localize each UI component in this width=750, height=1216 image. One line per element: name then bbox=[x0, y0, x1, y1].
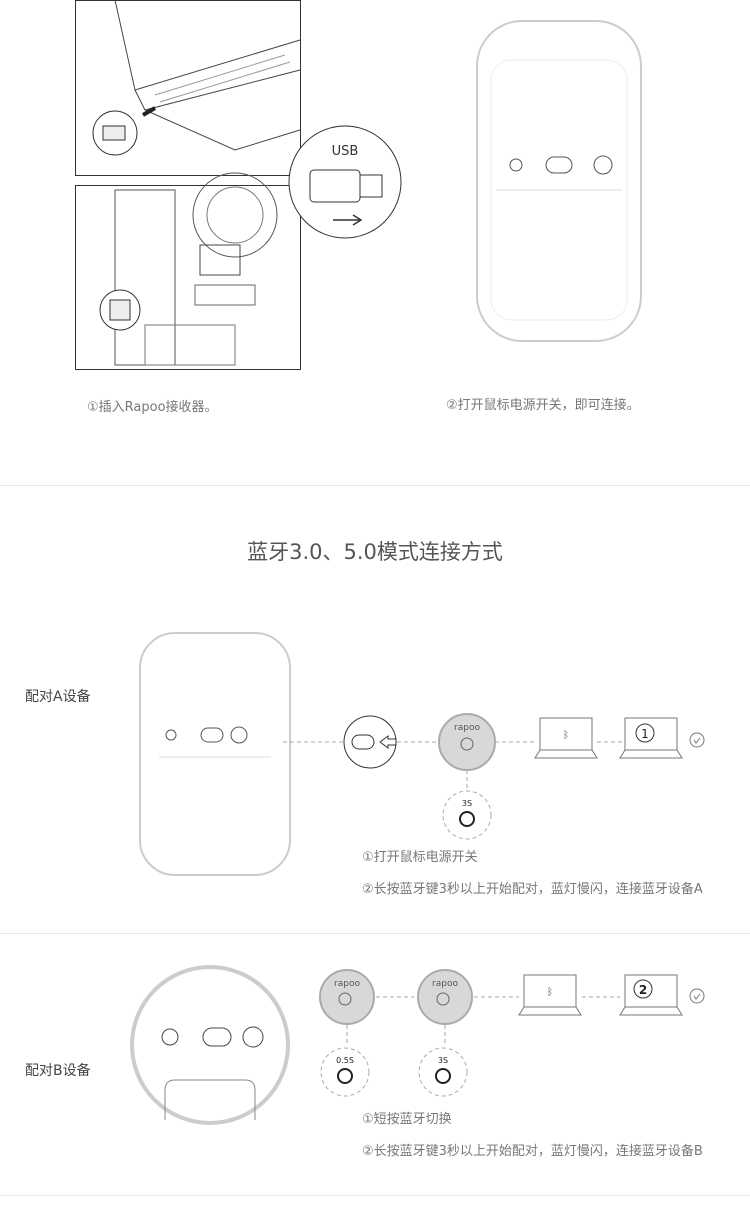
device-b-step1: ①短按蓝牙切换 bbox=[362, 1112, 452, 1127]
device-a-step2: ②长按蓝牙键3秒以上开始配对，蓝灯慢闪，连接蓝牙设备A bbox=[362, 882, 703, 897]
svg-text:ᛒ: ᛒ bbox=[563, 730, 569, 741]
step2-caption: ②打开鼠标电源开关，即可连接。 bbox=[446, 398, 640, 413]
svg-text:rapoo: rapoo bbox=[432, 979, 458, 989]
laptop-usb-illustration bbox=[75, 0, 301, 176]
device-a-label: 配对A设备 bbox=[25, 689, 91, 705]
svg-text:ᛒ: ᛒ bbox=[547, 987, 553, 998]
section-heading: 蓝牙3.0、5.0模式连接方式 bbox=[247, 540, 503, 564]
mouse-bottom-view bbox=[476, 20, 642, 342]
step1-caption: ①插入Rapoo接收器。 bbox=[87, 400, 218, 415]
divider bbox=[0, 933, 750, 934]
pc-usb-illustration bbox=[75, 172, 301, 370]
check-icon bbox=[689, 732, 705, 748]
device-b-label: 配对B设备 bbox=[25, 1063, 91, 1079]
mouse-bottom-view-a bbox=[139, 632, 291, 876]
device-a-step1: ①打开鼠标电源开关 bbox=[362, 850, 478, 865]
screen-number-b: 2 bbox=[639, 983, 647, 997]
divider bbox=[0, 485, 750, 486]
svg-text:rapoo: rapoo bbox=[334, 979, 360, 989]
brand-logo: rapoo bbox=[454, 723, 480, 733]
screen-number-a: 1 bbox=[641, 727, 649, 741]
device-b-step2: ②长按蓝牙键3秒以上开始配对，蓝灯慢闪，连接蓝牙设备B bbox=[362, 1144, 703, 1159]
timer-label: 3S bbox=[462, 799, 472, 808]
usb-label: USB bbox=[332, 144, 359, 159]
timer-long-label: 3S bbox=[438, 1056, 448, 1065]
divider bbox=[0, 1195, 750, 1196]
usb-receiver-icon: USB bbox=[288, 125, 402, 239]
check-icon bbox=[689, 988, 705, 1004]
timer-short-label: 0.5S bbox=[336, 1056, 354, 1065]
